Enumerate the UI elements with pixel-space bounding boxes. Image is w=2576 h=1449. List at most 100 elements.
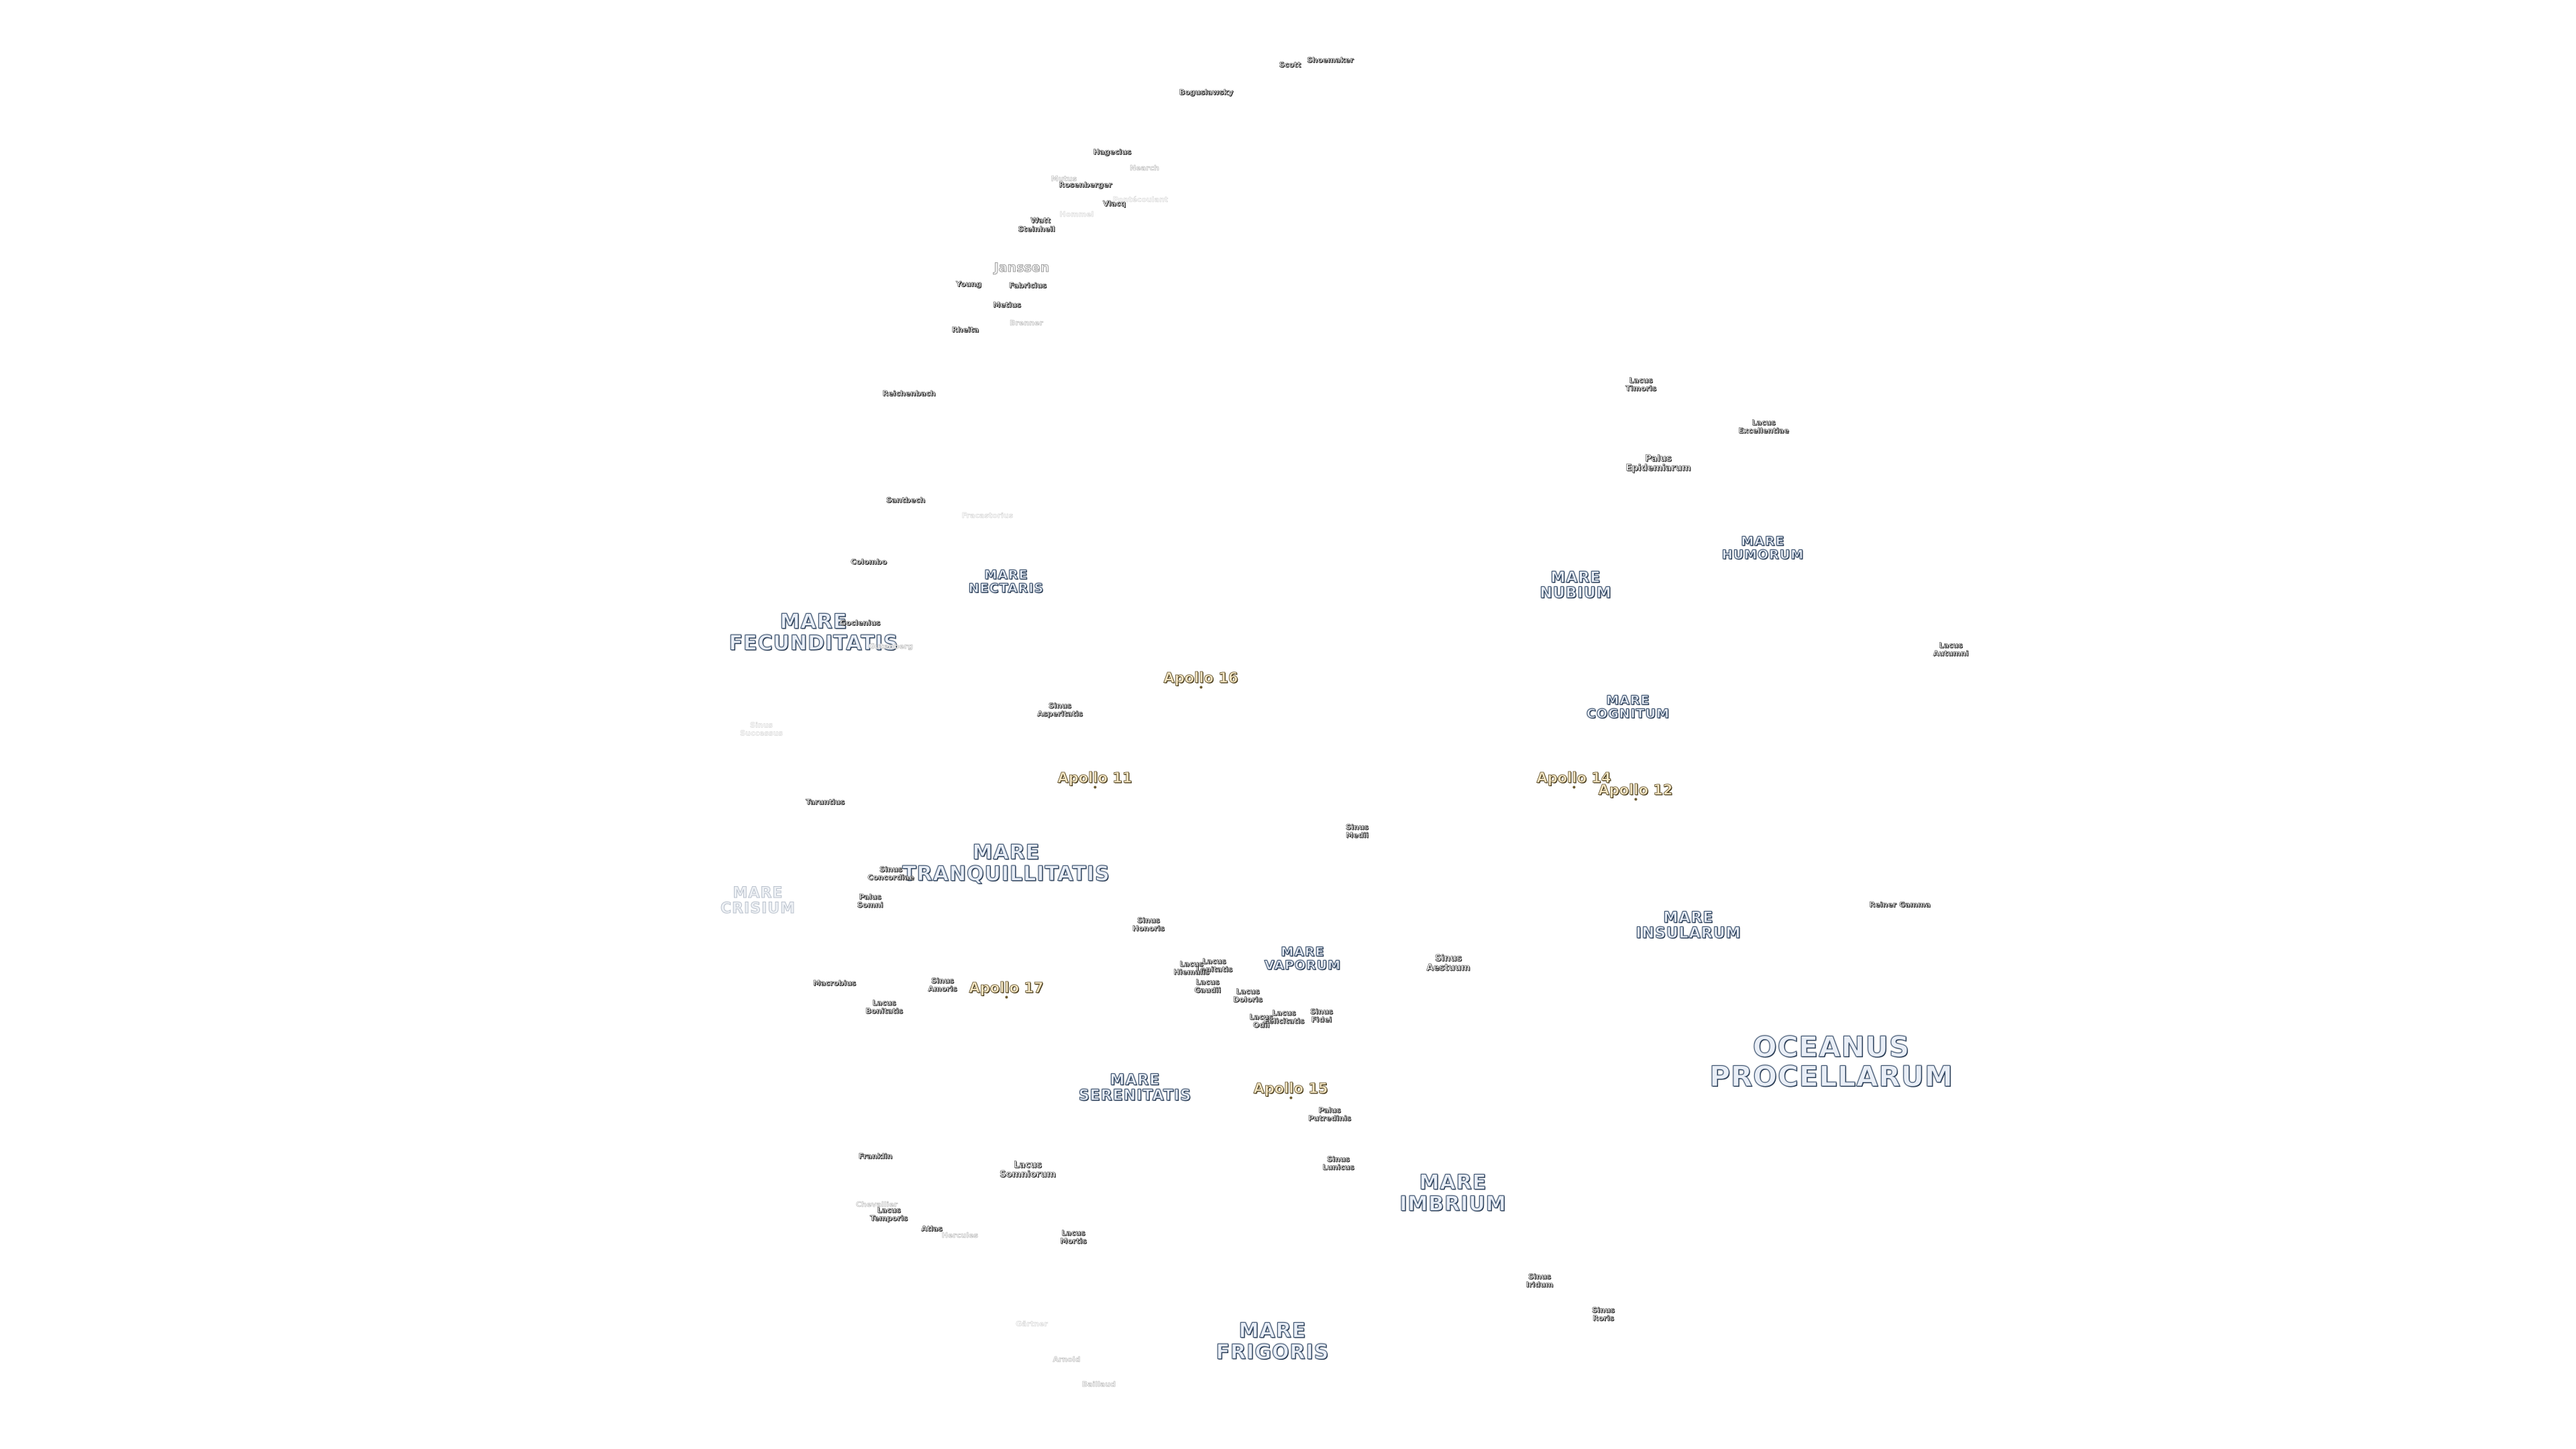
- label-text: Apollo 14: [1536, 769, 1611, 786]
- label-fabricius: Fabricius: [1008, 281, 1047, 290]
- label-text: INSULARUM: [1635, 925, 1741, 942]
- label-taruntius: Taruntius: [806, 798, 845, 806]
- label-janssen: Janssen: [994, 261, 1049, 275]
- label-text: Franklin: [858, 1152, 893, 1161]
- label-reichenbach: Reichenbach: [882, 389, 936, 398]
- label-text: Sinus: [1310, 1007, 1334, 1016]
- label-text: Apollo 17: [969, 979, 1044, 996]
- label-watt: Watt: [1030, 217, 1051, 225]
- apollo-site-14[interactable]: Apollo 14: [1536, 769, 1611, 789]
- label-text: Bonitatis: [865, 1006, 903, 1015]
- landing-site-marker-icon: [1199, 686, 1202, 689]
- label-young: Young: [955, 280, 982, 289]
- label-text: VAPORUM: [1264, 958, 1342, 973]
- label-text: Palus: [1645, 453, 1672, 464]
- label-text: Apollo 16: [1163, 669, 1238, 686]
- label-mare-frigoris: MARE FRIGORIS: [1216, 1319, 1330, 1363]
- label-text: MARE: [1663, 909, 1714, 926]
- label-text: Pontécoulant: [1112, 195, 1169, 205]
- label-text: Brenner: [1010, 319, 1043, 328]
- label-text: PROCELLARUM: [1709, 1060, 1953, 1093]
- label-text: Palus: [1318, 1106, 1341, 1115]
- label-text: NUBIUM: [1540, 585, 1612, 602]
- label-oceanus-procellarum: OCEANUS PROCELLARUM: [1709, 1032, 1953, 1091]
- label-hagecius: Hagecius: [1093, 148, 1131, 156]
- apollo-site-16[interactable]: Apollo 16: [1163, 669, 1238, 689]
- label-fracastorius: Fracastorius: [961, 512, 1013, 520]
- label-text: Reichenbach: [882, 389, 936, 398]
- label-text: Vlacq: [1102, 199, 1126, 209]
- label-text: Apollo 15: [1253, 1080, 1328, 1097]
- label-text: Young: [955, 280, 982, 289]
- label-mare-nubium: MARE NUBIUM: [1540, 570, 1612, 601]
- label-text: Steinheil: [1018, 225, 1055, 234]
- label-text: Sinus: [931, 976, 955, 985]
- label-baillaud: Baillaud: [1082, 1381, 1116, 1389]
- label-text: Roris: [1593, 1313, 1614, 1322]
- label-hercules: Hercules: [941, 1231, 979, 1240]
- label-text: Lacus: [1202, 957, 1226, 966]
- label-text: Lacus: [1272, 1008, 1296, 1018]
- label-text: Asperitatis: [1037, 709, 1083, 718]
- label-text: NECTARIS: [968, 581, 1044, 596]
- label-text: MARE: [1238, 1319, 1307, 1343]
- landing-site-marker-icon: [1572, 786, 1575, 789]
- label-text: Sinus: [1049, 701, 1072, 710]
- label-text: Amoris: [928, 984, 957, 993]
- label-text: Lacus: [1249, 1012, 1273, 1022]
- label-text: Lunicus: [1322, 1163, 1354, 1171]
- label-text: Lacus: [1195, 977, 1220, 987]
- label-text: Baillaud: [1081, 1380, 1116, 1389]
- label-text: Palus: [859, 892, 881, 902]
- label-text: Sinus: [1137, 916, 1161, 925]
- label-text: OCEANUS: [1752, 1030, 1911, 1063]
- label-steinheil: Steinheil: [1018, 225, 1055, 233]
- label-text: Timoris: [1625, 384, 1657, 392]
- label-text: Lacus: [1014, 1160, 1042, 1171]
- label-shoemaker: Shoemaker: [1307, 56, 1354, 64]
- label-text: Odii: [1252, 1020, 1270, 1029]
- label-text: Lacus: [1752, 418, 1776, 427]
- label-text: Gutenberg: [868, 642, 914, 651]
- label-metius: Metius: [993, 301, 1021, 309]
- label-mare-insularum: MARE INSULARUM: [1635, 910, 1741, 941]
- label-text: Temporis: [869, 1214, 908, 1222]
- label-text: SERENITATIS: [1078, 1087, 1192, 1104]
- label-text: Successus: [740, 729, 783, 737]
- label-text: Lacus: [1236, 987, 1260, 996]
- label-text: Hercules: [941, 1231, 979, 1240]
- label-text: Goclenius: [839, 619, 881, 628]
- label-atlas: Atlas: [921, 1225, 943, 1233]
- label-text: Sinus: [1346, 822, 1369, 832]
- label-text: Lacus: [1629, 376, 1653, 385]
- apollo-site-17[interactable]: Apollo 17: [969, 979, 1044, 999]
- apollo-site-11[interactable]: Apollo 11: [1057, 770, 1132, 789]
- label-text: Somni: [857, 900, 883, 909]
- label-text: Felicitatis: [1263, 1016, 1305, 1025]
- label-text: Fabricius: [1008, 281, 1047, 290]
- label-text: Concordiae: [867, 873, 914, 881]
- apollo-site-12[interactable]: Apollo 12: [1598, 782, 1673, 801]
- label-text: Sinus: [1327, 1155, 1350, 1164]
- label-text: Sinus: [1528, 1272, 1552, 1281]
- label-text: IMBRIUM: [1399, 1192, 1507, 1216]
- label-text: MARE: [1550, 569, 1601, 586]
- label-text: Sinus: [1434, 953, 1462, 964]
- apollo-site-15[interactable]: Apollo 15: [1253, 1081, 1328, 1099]
- label-vlacq: Vlacq: [1103, 200, 1126, 208]
